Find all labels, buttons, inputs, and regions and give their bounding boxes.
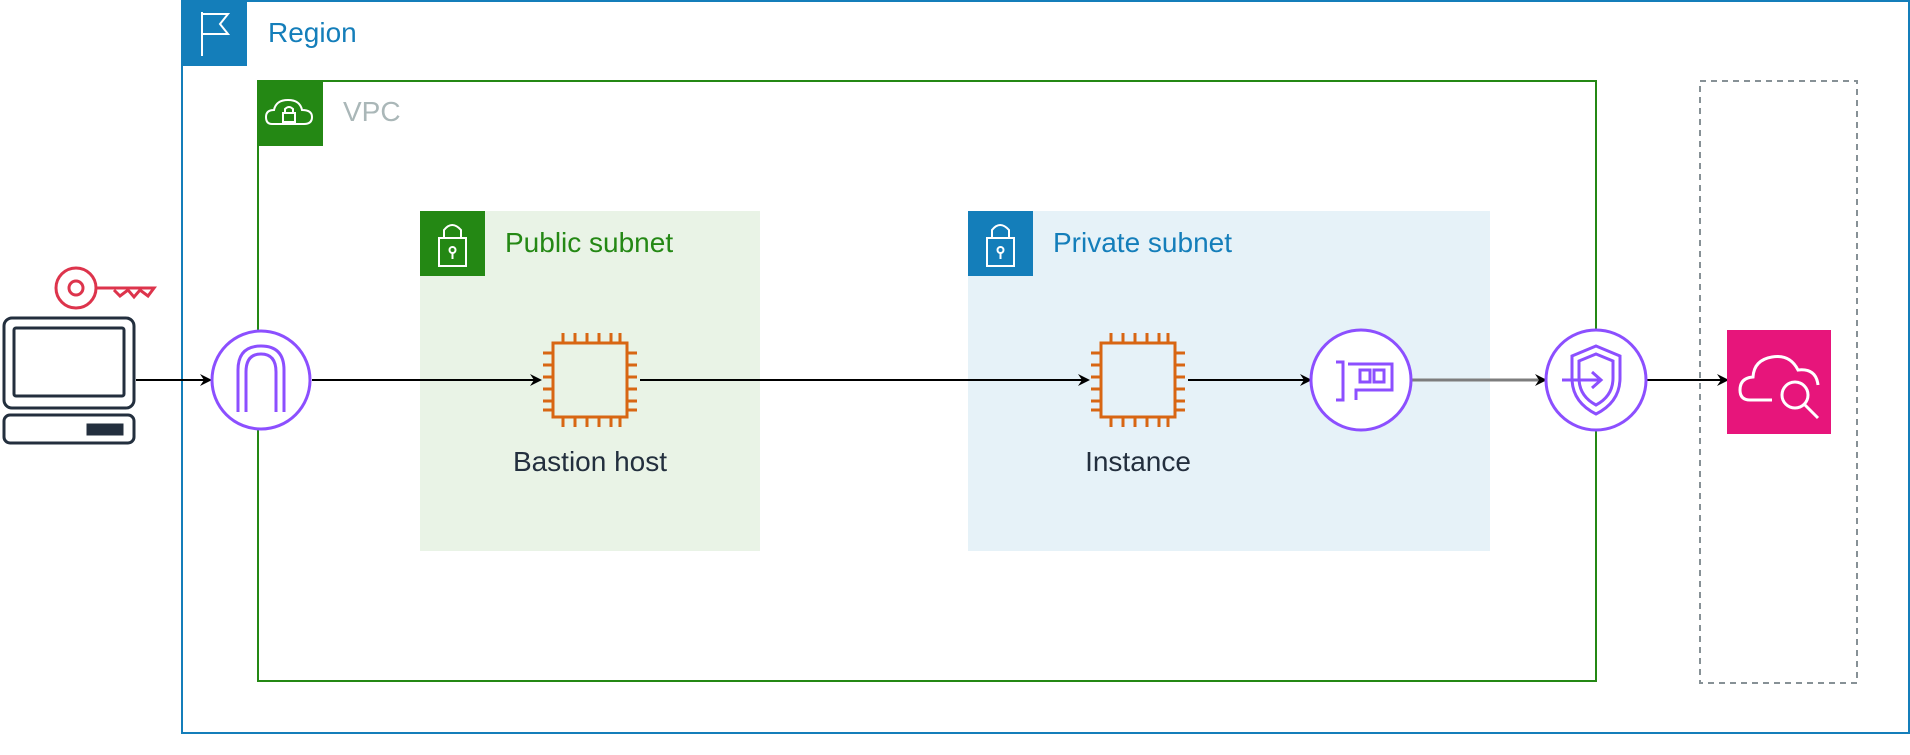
key-icon: [54, 266, 157, 310]
internet-gateway-icon: [210, 329, 312, 431]
cloud-search-icon: [1727, 330, 1831, 434]
region-label: Region: [268, 17, 357, 48]
lock-icon: [986, 224, 1015, 267]
ec2-instance-icon: [1091, 333, 1185, 427]
external-service-boundary: [1699, 80, 1858, 684]
vpc-label: VPC: [343, 96, 401, 127]
computer-icon: [2, 316, 136, 445]
bastion-host-label: Bastion host: [513, 446, 667, 477]
ec2-instance-icon: [543, 333, 637, 427]
public-subnet-label: Public subnet: [505, 227, 673, 258]
elastic-network-interface-icon: [1309, 328, 1413, 432]
vpc-endpoint-icon: [1544, 328, 1648, 432]
instance-label: Instance: [1085, 446, 1191, 477]
lock-icon: [438, 224, 467, 267]
cloud-lock-icon: [264, 98, 314, 125]
region-group: Region: [181, 0, 1910, 734]
flag-icon: [201, 12, 231, 56]
private-subnet-label: Private subnet: [1053, 227, 1232, 258]
